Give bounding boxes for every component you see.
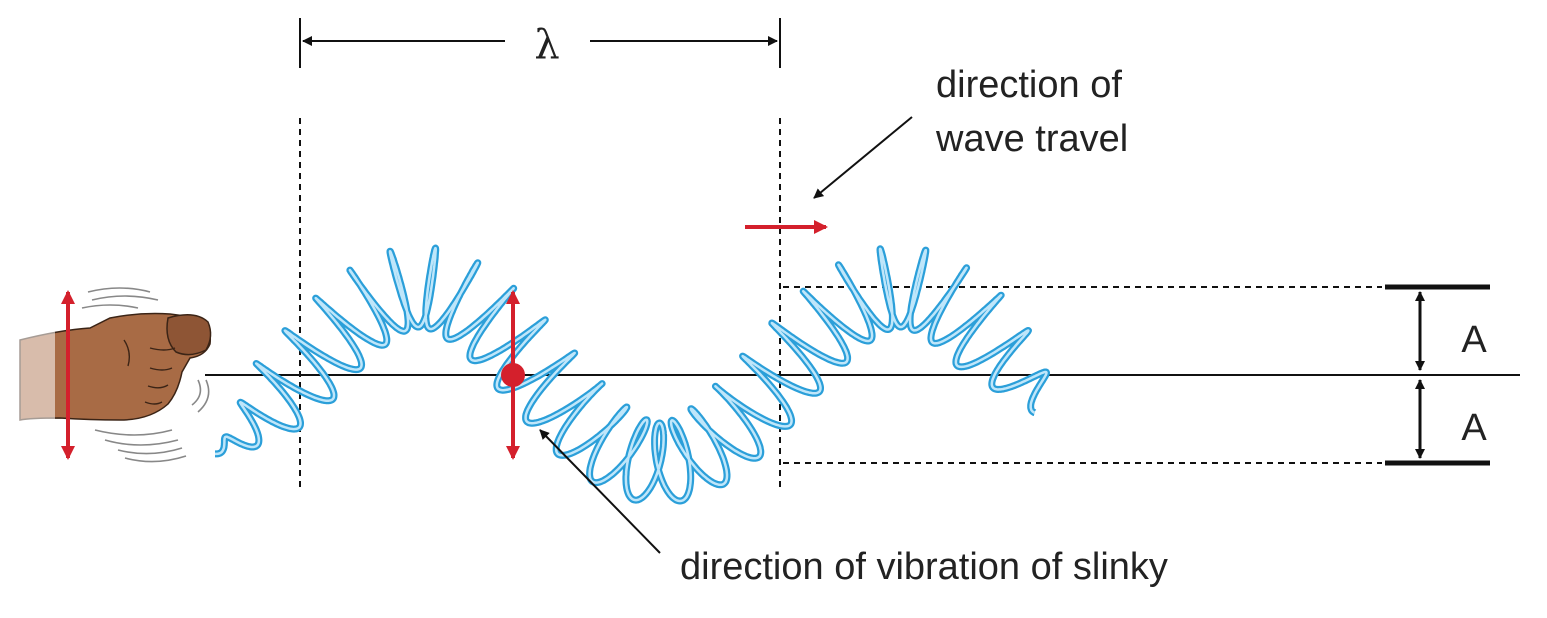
amplitude-upper-label: A bbox=[1461, 319, 1487, 361]
particle-vibration-arrow bbox=[501, 290, 525, 460]
particle-dot bbox=[501, 363, 525, 387]
vibration-leader bbox=[539, 429, 661, 554]
amplitude-lower-label: A bbox=[1461, 407, 1487, 449]
amplitude-markers: A A bbox=[1385, 284, 1490, 466]
wave-travel-label-line2: wave travel bbox=[935, 118, 1128, 160]
slinky-coil bbox=[211, 244, 1050, 505]
slinky-coil-highlight bbox=[214, 246, 1048, 503]
wavelength-label: λ bbox=[534, 22, 559, 68]
wave-travel-leader bbox=[813, 116, 913, 199]
wavelength-dimension: λ bbox=[299, 18, 781, 68]
wave-travel-label-line1: direction of bbox=[936, 64, 1122, 106]
vibration-label: direction of vibration of slinky bbox=[680, 546, 1168, 588]
hand-icon bbox=[0, 287, 212, 463]
